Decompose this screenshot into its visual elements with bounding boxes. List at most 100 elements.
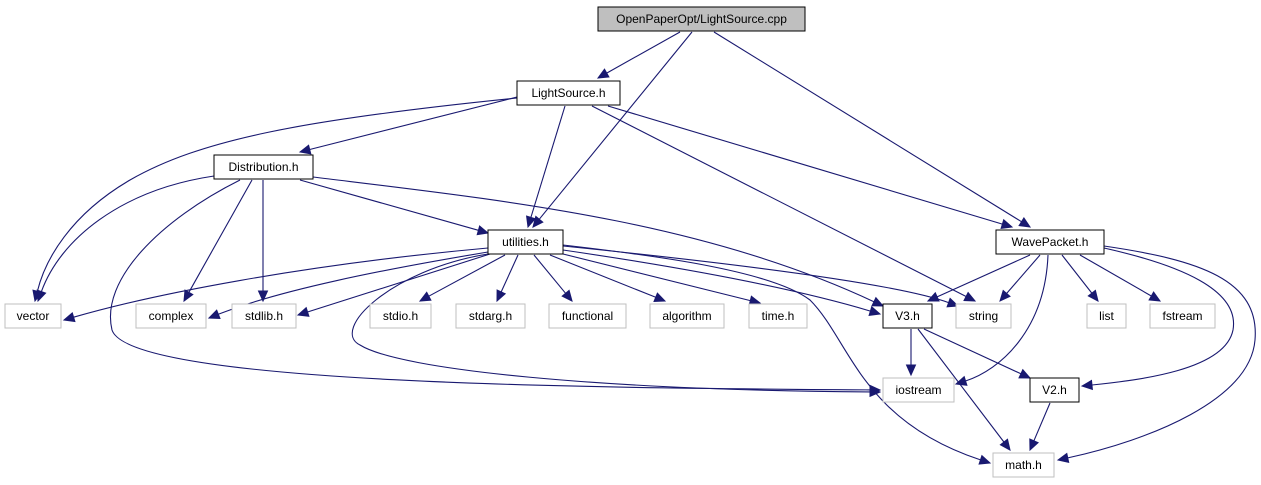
edge-lightsource-cpp-to-utilities-h [532, 31, 693, 228]
arrowhead-icon [36, 289, 47, 303]
edge-distribution-h-to-complex [183, 179, 253, 303]
node-wavepacket-h[interactable]: WavePacket.h [995, 229, 1105, 255]
node-iostream[interactable]: iostream [882, 377, 955, 403]
node-label: utilities.h [502, 235, 549, 249]
edge-line [562, 244, 981, 461]
edge-line [533, 254, 567, 294]
arrowhead-icon [532, 215, 544, 228]
node-utilities-h[interactable]: utilities.h [487, 229, 564, 255]
edge-line [606, 31, 681, 74]
edge-utilities-h-to-algorithm [549, 254, 667, 303]
arrowhead-icon [207, 309, 221, 320]
edge-line [428, 254, 506, 297]
edge-utilities-h-to-stdio-h [418, 254, 506, 302]
edge-line [530, 105, 566, 218]
node-label: math.h [1005, 458, 1042, 472]
edge-wavepacket-h-to-list [1061, 254, 1099, 302]
arrowhead-icon [526, 215, 537, 229]
edge-line [110, 179, 871, 391]
edge-distribution-h-to-stdlib-h [257, 180, 269, 303]
edge-line [1091, 247, 1235, 386]
edge-line [1006, 254, 1041, 294]
edge-lightsource-h-to-utilities-h [526, 105, 566, 229]
edge-line [307, 253, 491, 313]
edge-distribution-h-to-v3-h [312, 176, 885, 307]
arrowhead-icon [596, 68, 610, 79]
arrowhead-icon [871, 296, 885, 307]
edge-wavepacket-h-to-math-h [1056, 245, 1256, 463]
node-list[interactable]: list [1086, 303, 1127, 329]
node-label: V3.h [895, 309, 920, 323]
arrowhead-icon [1018, 216, 1032, 228]
edge-line [1061, 254, 1093, 294]
node-label: OpenPaperOpt/LightSource.cpp [616, 12, 787, 26]
edge-line [188, 179, 253, 293]
node-fstream[interactable]: fstream [1149, 303, 1216, 329]
node-lightsource-cpp[interactable]: OpenPaperOpt/LightSource.cpp [597, 6, 806, 32]
edge-line [936, 254, 1031, 298]
edge-line [1079, 254, 1152, 297]
node-algorithm[interactable]: algorithm [649, 303, 725, 329]
arrowhead-icon [1018, 368, 1032, 379]
arrowhead-icon [999, 289, 1011, 302]
node-label: algorithm [662, 309, 711, 323]
node-label: complex [149, 309, 194, 323]
node-distribution-h[interactable]: Distribution.h [213, 154, 314, 180]
node-label: time.h [762, 309, 795, 323]
edge-line [500, 254, 519, 293]
edge-utilities-h-to-string [562, 245, 960, 308]
edge-distribution-h-to-iostream [110, 179, 882, 396]
edges-layer [32, 31, 1256, 465]
node-string[interactable]: string [955, 303, 1012, 329]
edge-v3-h-to-iostream [905, 329, 917, 377]
arrowhead-icon [1087, 289, 1099, 302]
node-complex[interactable]: complex [135, 303, 207, 329]
edge-wavepacket-h-to-v3-h [926, 254, 1031, 302]
arrowhead-icon [926, 291, 940, 302]
arrowhead-icon [1080, 379, 1093, 391]
node-v3-h[interactable]: V3.h [882, 303, 933, 329]
arrowhead-icon [476, 225, 490, 236]
node-functional[interactable]: functional [548, 303, 627, 329]
edge-line [538, 31, 693, 220]
arrowhead-icon [999, 438, 1011, 451]
node-time-h[interactable]: time.h [748, 303, 808, 329]
node-vector[interactable]: vector [4, 303, 62, 329]
node-label: iostream [895, 383, 941, 397]
edge-utilities-h-to-stdlib-h [296, 253, 491, 317]
arrowhead-icon [296, 306, 310, 317]
edge-line [299, 179, 479, 231]
edge-utilities-h-to-v3-h [562, 249, 882, 316]
arrowhead-icon [963, 291, 977, 302]
edge-line [1033, 402, 1051, 442]
edge-line [309, 96, 518, 151]
node-label: functional [562, 309, 613, 323]
edge-line [713, 31, 1022, 223]
edge-utilities-h-to-stdarg-h [496, 254, 519, 303]
node-label: string [969, 309, 998, 323]
edge-line [351, 253, 871, 393]
arrowhead-icon [1148, 291, 1162, 302]
node-stdio-h[interactable]: stdio.h [369, 303, 432, 329]
arrowhead-icon [257, 290, 269, 303]
edge-line [591, 105, 967, 297]
edge-wavepacket-h-to-v2-h [1080, 247, 1235, 391]
arrowhead-icon [978, 454, 992, 465]
node-v2-h[interactable]: V2.h [1029, 377, 1080, 403]
arrowhead-icon [1029, 438, 1040, 452]
node-label: V2.h [1042, 383, 1067, 397]
arrowhead-icon [496, 289, 507, 303]
edge-lightsource-h-to-string [591, 105, 977, 302]
node-math-h[interactable]: math.h [992, 452, 1055, 478]
edge-line [73, 247, 489, 318]
node-lightsource-h[interactable]: LightSource.h [516, 80, 621, 106]
node-stdarg-h[interactable]: stdarg.h [455, 303, 526, 329]
edge-distribution-h-to-vector [36, 175, 215, 303]
edge-line [917, 328, 1005, 443]
edge-utilities-h-to-functional [533, 254, 573, 302]
node-label: stdlib.h [245, 309, 283, 323]
node-stdlib-h[interactable]: stdlib.h [231, 303, 297, 329]
edge-line [923, 328, 1022, 375]
arrowhead-icon [418, 291, 432, 302]
